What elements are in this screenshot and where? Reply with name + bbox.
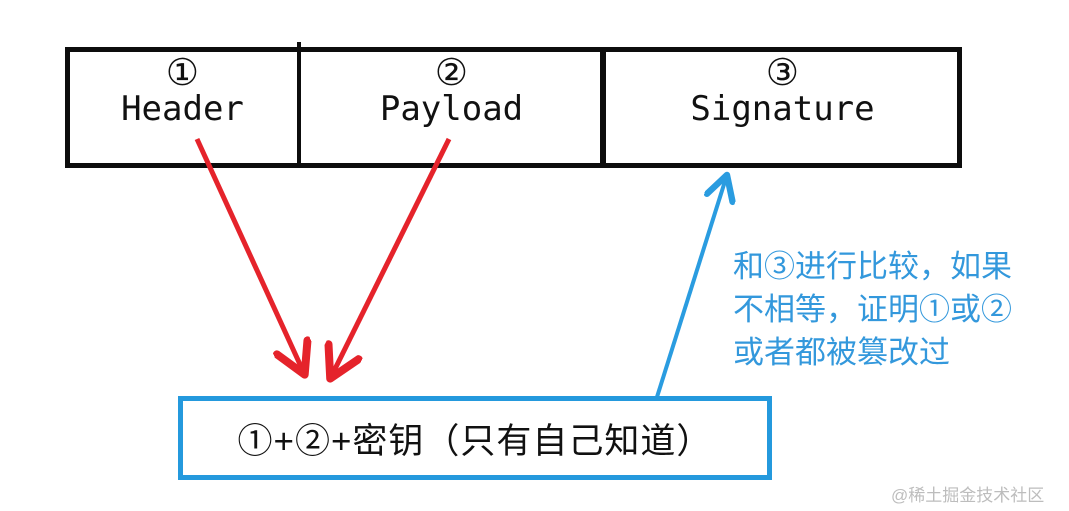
circled-number-1: ①	[165, 51, 200, 94]
comparison-annotation: 和③进行比较，如果 不相等，证明①或② 或者都被篡改过	[733, 245, 1053, 374]
annotation-line-2: 不相等，证明①或②	[733, 292, 1012, 327]
circled-number-3: ③	[765, 51, 800, 94]
jwt-cell-payload: ② Payload	[305, 52, 598, 163]
jwt-cell-signature: ③ Signature	[610, 52, 955, 163]
annotation-line-3: 或者都被篡改过	[733, 335, 950, 370]
red-arrow-header-to-box-icon	[194, 137, 303, 371]
table-divider-payload-signature	[600, 49, 606, 166]
table-divider-header-payload	[297, 42, 301, 166]
signature-cell-label: Signature	[690, 89, 875, 129]
blue-arrow-box-to-signature-icon	[655, 178, 726, 398]
circled-number-2: ②	[434, 51, 469, 94]
jwt-cell-header: ① Header	[70, 52, 295, 163]
secret-combination-box: ①+②+密钥（只有自己知道）	[178, 396, 772, 480]
payload-cell-label: Payload	[379, 89, 524, 129]
annotation-line-1: 和③进行比较，如果	[733, 249, 1012, 284]
secret-combination-label: ①+②+密钥（只有自己知道）	[237, 421, 713, 461]
header-cell-label: Header	[121, 89, 244, 129]
red-arrow-payload-to-box-icon	[332, 137, 452, 375]
watermark-text: @稀土掘金技术社区	[891, 486, 1045, 505]
